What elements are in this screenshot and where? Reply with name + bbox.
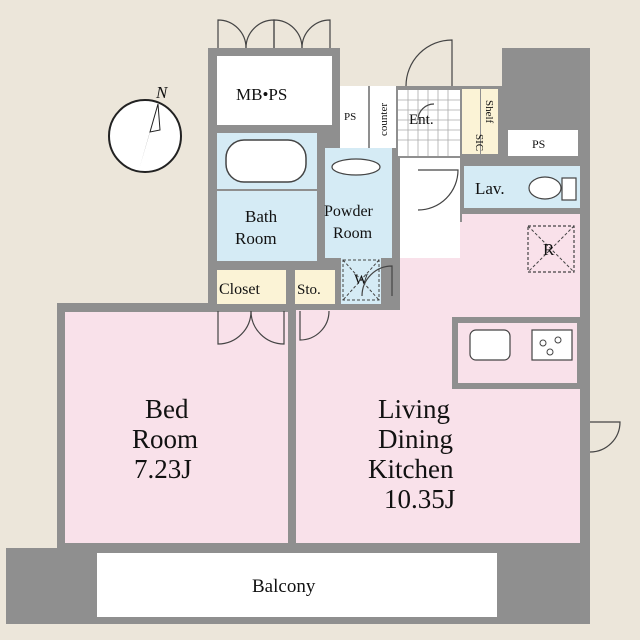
sink-icon bbox=[469, 329, 511, 361]
ldk-label-3: Kitchen bbox=[368, 454, 454, 484]
balcony-label: Balcony bbox=[252, 576, 316, 597]
north-compass-icon bbox=[108, 99, 182, 173]
toilet-icon bbox=[528, 176, 577, 201]
door-swings bbox=[217, 19, 621, 453]
ps-left-floor bbox=[340, 86, 368, 148]
balcony-floor bbox=[95, 551, 499, 619]
sic-label: SIC bbox=[473, 134, 485, 151]
refrigerator-space bbox=[527, 225, 575, 273]
powder-room-label-1: Powder bbox=[324, 203, 374, 220]
bathtub-icon bbox=[225, 139, 307, 183]
storage-label: Sto. bbox=[297, 282, 321, 298]
washer-label: W bbox=[354, 272, 369, 288]
shelf-label: Shelf bbox=[483, 100, 495, 124]
mbps-floor bbox=[217, 56, 332, 125]
bathroom-label-1: Bath bbox=[245, 207, 278, 226]
ps-right-floor bbox=[508, 130, 578, 156]
closet-label: Closet bbox=[219, 281, 260, 298]
kitchen-counter bbox=[452, 317, 583, 389]
mbps-label: MB•PS bbox=[236, 85, 287, 104]
basin-icon bbox=[331, 158, 381, 176]
counter-label: counter bbox=[378, 103, 390, 136]
ldk-floor bbox=[296, 214, 580, 543]
lavatory-label: Lav. bbox=[475, 179, 505, 198]
ps-right-label: PS bbox=[532, 137, 545, 151]
closet-floor bbox=[217, 270, 286, 304]
bedroom-size: 7.23J bbox=[134, 454, 192, 484]
washer-box bbox=[342, 259, 380, 301]
ldk-size: 10.35J bbox=[384, 484, 455, 514]
bedroom-label-2: Room bbox=[132, 424, 198, 454]
refrigerator-label: R bbox=[543, 240, 555, 259]
sic-floor bbox=[462, 89, 480, 154]
powder-room-label-2: Room bbox=[333, 225, 373, 242]
ldk-label-1: Living bbox=[378, 394, 450, 424]
counter-floor bbox=[370, 86, 396, 148]
ldk-label-2: Dining bbox=[378, 424, 453, 454]
entrance-tiles bbox=[398, 90, 460, 156]
bathroom-label-2: Room bbox=[235, 229, 277, 248]
shelf-floor bbox=[481, 89, 498, 154]
compass-label: N bbox=[155, 83, 169, 102]
storage-floor bbox=[295, 270, 335, 304]
bedroom-label-1: Bed bbox=[145, 394, 189, 424]
stove-icon bbox=[531, 329, 573, 361]
entrance-label: Ent. bbox=[409, 112, 434, 128]
ps-left-label: PS bbox=[344, 111, 356, 123]
bedroom-floor bbox=[65, 312, 288, 543]
